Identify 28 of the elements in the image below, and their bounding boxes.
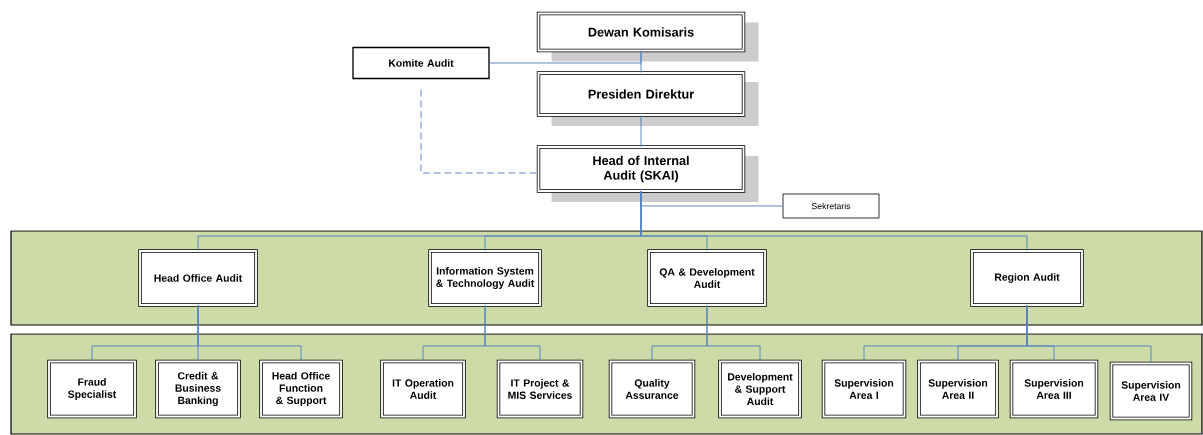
org-box: Dewan Komisaris <box>536 11 759 62</box>
connector <box>640 114 642 148</box>
connector <box>197 304 302 362</box>
connector <box>489 50 642 64</box>
org-box: QA & Development Audit <box>647 249 767 307</box>
org-box: Information System & Technology Audit <box>428 249 542 307</box>
connector <box>484 304 541 362</box>
org-box: Fraud Specialist <box>47 359 137 419</box>
connector <box>706 304 761 362</box>
org-box: Head Office Function & Support <box>259 359 343 419</box>
org-box: Presiden Direktur <box>536 71 759 126</box>
org-box: Region Audit <box>970 249 1084 307</box>
org-box: Komite Audit <box>352 46 490 80</box>
org-box: Supervision Area I <box>821 359 907 419</box>
org-box: IT Operation Audit <box>380 359 466 419</box>
org-box: Supervision Area III <box>1009 359 1099 419</box>
org-box: Supervision Area IV <box>1109 361 1193 421</box>
org-box: Head Office Audit <box>138 249 258 307</box>
org-box: Sekretaris <box>782 193 880 219</box>
org-box: Credit & Business Banking <box>155 359 241 419</box>
org-box: IT Project & MIS Services <box>496 359 584 419</box>
connector <box>640 190 1028 252</box>
org-box: Head of Internal Audit (SKAI) <box>536 145 759 202</box>
org-box: Quality Assurance <box>608 359 696 419</box>
connector <box>1026 304 1152 364</box>
connector <box>420 89 539 174</box>
org-box: Supervision Area II <box>917 359 999 419</box>
org-box: Development & Support Audit <box>718 359 802 419</box>
